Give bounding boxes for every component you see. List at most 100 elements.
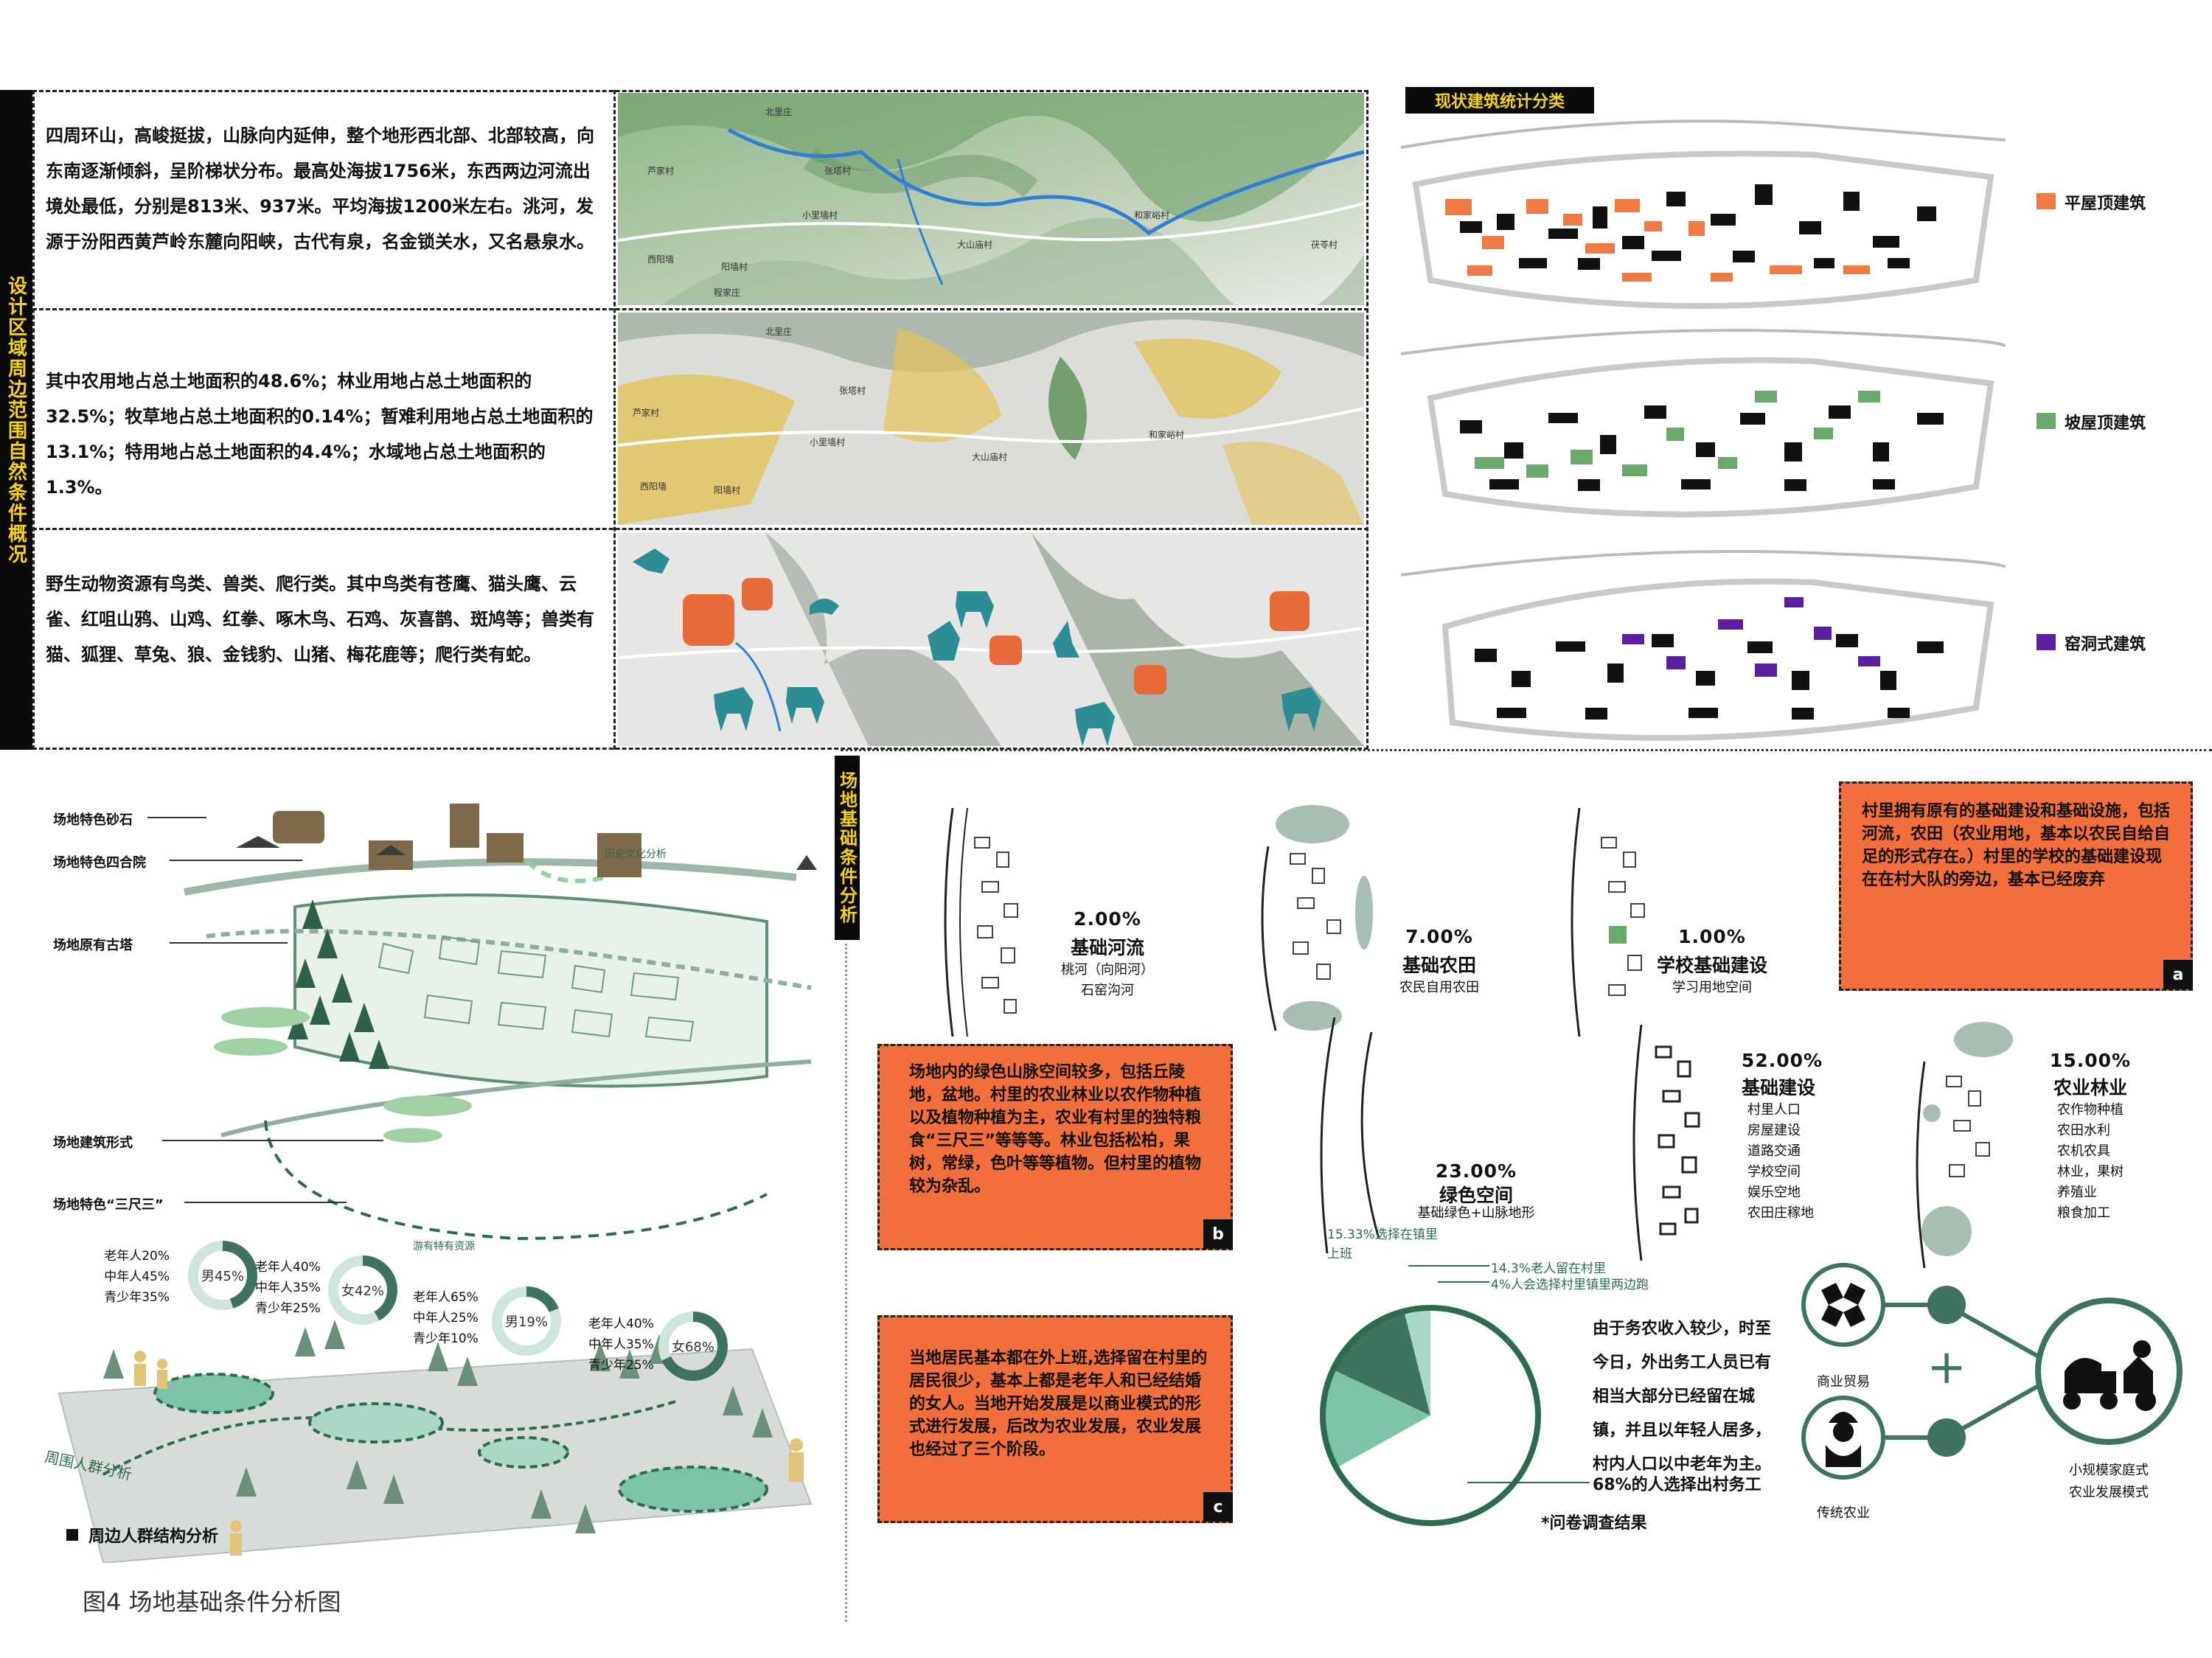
crowd-group-2-line: 青少年25%: [255, 1301, 321, 1316]
map-label: 和家峪村: [1134, 209, 1169, 220]
green-pct: 23.00%: [1435, 1160, 1517, 1182]
crowd-group-2-line: 中年人35%: [255, 1281, 321, 1295]
building-plan-slope: [1400, 324, 2007, 523]
leader-line: [184, 1202, 347, 1203]
map-label: 西阳墙: [647, 254, 674, 265]
eagle-icon: [633, 548, 669, 574]
pie-label-both: 4%人会选择村里镇里两边跑: [1491, 1278, 1649, 1292]
map-labels-1: 北里庄 张塔村 芦家村 小里墙村 大山庙村 和家峪村 西阳墙 阳墙村 程家庄 茯…: [647, 106, 1338, 298]
wildlife-description: 野生动物资源有鸟类、兽类、爬行类。其中鸟类有苍鹰、猫头鹰、云雀、红咀山鸦、山鸡、…: [46, 574, 594, 665]
row-divider-1: [32, 308, 1368, 310]
leader-line: [170, 942, 288, 944]
forest-items: 农作物种植 农田水利 农机农具 林业，果树 养殖业 粮食加工: [2057, 1100, 2124, 1224]
callout-a-text: 村里拥有原有的基础建设和基础设施，包括河流，农田（农业用地，基本以农民自给自足的…: [1862, 802, 2171, 889]
path-label-resources: 游有特有资源: [413, 1241, 475, 1253]
building-plan-flat: [1400, 111, 2006, 310]
site-vertical-divider: [845, 944, 847, 1622]
map-label: 张塔村: [839, 386, 866, 396]
figure-caption: 图4 场地基础条件分析图: [83, 1588, 341, 1616]
train-icon: [1270, 591, 1310, 631]
fox-icon: [1281, 687, 1321, 731]
school-name: 学校基础建设: [1656, 955, 1767, 976]
horse-icon: [786, 687, 824, 724]
crowd-ring-arc: [492, 1286, 561, 1356]
leader-line: [170, 860, 302, 861]
map-label: 阳墙村: [721, 262, 748, 272]
pie-label-elderly: 14.3%老人留在村里: [1491, 1261, 1607, 1276]
green-sub: 基础绿色+山脉地形: [1417, 1205, 1535, 1221]
forest-name: 农业林业: [2053, 1077, 2127, 1098]
river-sub-1: 桃河（向阳河）: [1061, 962, 1154, 978]
crowd-ring-label: 男19%: [505, 1314, 548, 1330]
site-plan: [162, 781, 826, 1298]
map-label: 小里墙村: [802, 210, 838, 220]
map-label: 茯苓村: [1311, 240, 1338, 250]
row-divider-2: [32, 528, 1368, 530]
map-label: 和家峪村: [1149, 429, 1184, 440]
pie-leader: [1467, 1482, 1590, 1483]
build-item: 村里人口: [1747, 1102, 1801, 1118]
natural-text-panel: [32, 90, 1368, 750]
plan-farm: [1261, 805, 1373, 1031]
crowd-group-1-line: 青少年35%: [104, 1290, 170, 1305]
crowd-group-4-text: 老年人40% 中年人35% 青少年25%: [588, 1314, 654, 1376]
pie-label-town: 15.33%选择在镇里上班: [1327, 1227, 1438, 1261]
crowd-ring-1: 男45%: [188, 1241, 257, 1310]
callout-a-tag: a: [2163, 960, 2193, 989]
crowd-title-square: [66, 1529, 78, 1541]
forest-pct: 15.00%: [2049, 1050, 2132, 1071]
pie-slice: [1323, 1369, 1430, 1469]
forest-item: 林业，果树: [2057, 1164, 2124, 1180]
map-label: 西阳墙: [640, 481, 667, 492]
plan-forest: [1916, 1022, 2013, 1268]
map-label: 张塔村: [824, 166, 851, 176]
build-item: 房屋建设: [1747, 1123, 1801, 1138]
leader-line: [162, 1140, 383, 1141]
forest-item: 农作物种植: [2057, 1102, 2124, 1118]
callout-c-text: 当地居民基本都在外上班,选择留在村里的居民很少，基本上都是老年人和已经结婚的女人…: [909, 1349, 1208, 1459]
crowd-group-3-line: 中年人25%: [413, 1311, 479, 1326]
crowd-group-2-line: 老年人40%: [255, 1260, 321, 1275]
map-label: 小里墙村: [810, 437, 845, 447]
callout-b-text: 场地内的绿色山脉空间较多，包括丘陵地，盆地。村里的农业林业以农作物种植以及植物种…: [909, 1063, 1202, 1196]
map-label: 程家庄: [714, 287, 740, 298]
legend-swatch-flat: [2037, 193, 2056, 209]
leader-line: [147, 817, 206, 818]
callout-b: 场地内的绿色山脉空间较多，包括丘陵地，盆地。村里的农业林业以农作物种植以及植物种…: [877, 1044, 1233, 1250]
landuse-description: 其中农用地占总土地面积的48.6%；林业用地占总土地面积的32.5%；牧草地占总…: [46, 371, 594, 498]
forest-item: 农机农具: [2057, 1143, 2110, 1159]
map-label: 芦家村: [633, 407, 659, 418]
col-divider: [613, 90, 616, 750]
crowd-ring-label: 男45%: [201, 1269, 244, 1284]
crowd-ring-arc: [188, 1241, 257, 1310]
deer-icon: [928, 621, 960, 661]
site-label-gravel: 场地特色砂石: [53, 812, 133, 828]
crowd-title: 周边人群结构分析: [88, 1528, 219, 1546]
build-item: 娱乐空地: [1747, 1185, 1801, 1200]
farmer-icon: [1826, 1412, 1861, 1467]
callout-c: 当地居民基本都在外上班,选择留在村里的居民很少，基本上都是老年人和已经结婚的女人…: [877, 1315, 1233, 1523]
map-labels-2: 北里庄 张塔村 芦家村 小里墙村 大山庙村 和家峪村 西阳墙 阳墙村: [633, 326, 1184, 495]
build-items: 村里人口 房屋建设 道路交通 学校空间 娱乐空地 农田庄稼地: [1747, 1100, 1814, 1224]
handshake-icon: [1821, 1283, 1865, 1327]
river-name: 基础河流: [1070, 937, 1144, 958]
tractor-icon: [2063, 1340, 2156, 1411]
crowd-group-2-text: 老年人40% 中年人35% 青少年25%: [255, 1257, 321, 1319]
model-node-commerce: 商业贸易: [1817, 1374, 1870, 1390]
build-item: 学校空间: [1747, 1164, 1801, 1180]
legend-label-slope: 坡屋顶建筑: [2065, 414, 2146, 433]
bird-icon: [810, 599, 839, 615]
crowd-group-3-line: 青少年10%: [413, 1331, 479, 1346]
site-label-building-form: 场地建筑形式: [53, 1135, 133, 1151]
site-label-pagoda: 场地原有古塔: [53, 938, 133, 953]
legend-label-flat: 平屋顶建筑: [2065, 195, 2146, 213]
pie-leader: [1438, 1281, 1489, 1283]
crowd-ring-label: 女68%: [672, 1340, 714, 1355]
natural-section-title: 设计区域周边范围自然条件概况: [0, 90, 32, 750]
crowd-ring-4: 女68%: [658, 1312, 728, 1381]
crowd-ring-2: 女42%: [328, 1255, 397, 1325]
forest-item: 养殖业: [2057, 1185, 2097, 1200]
horse-icon: [956, 591, 994, 628]
crowd-group-4-line: 老年人40%: [588, 1317, 654, 1331]
map-label: 阳墙村: [714, 485, 740, 495]
